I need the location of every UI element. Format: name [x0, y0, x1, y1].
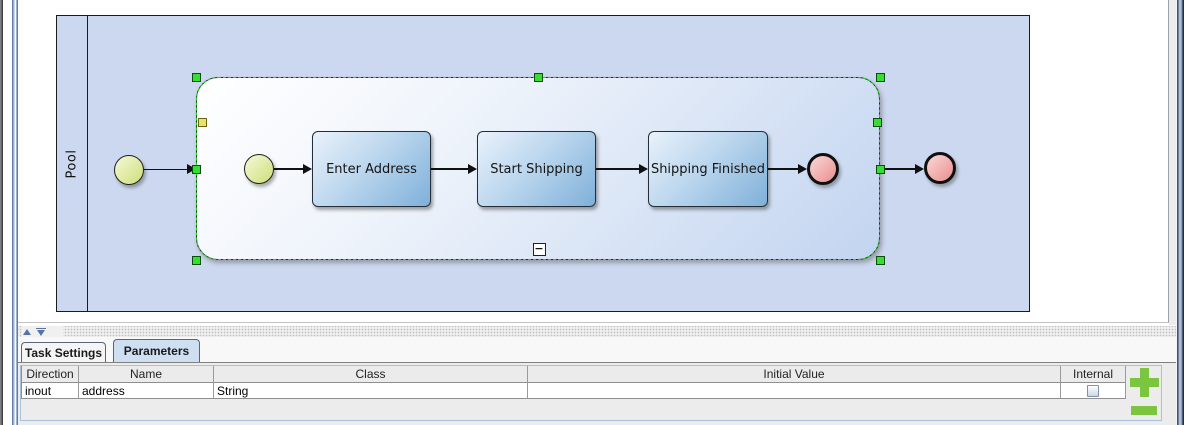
tab-parameters[interactable]: Parameters	[113, 339, 200, 362]
selection-handle-middle-left[interactable]	[191, 164, 201, 174]
window-frame-left-edge	[0, 0, 3, 425]
selection-handle-bottom-left[interactable]	[191, 255, 201, 265]
task-label: Shipping Finished	[650, 161, 766, 177]
column-header-name[interactable]: Name	[79, 366, 214, 383]
selection-handle-top-left[interactable]	[191, 72, 201, 82]
column-header-internal[interactable]: Internal	[1061, 366, 1126, 383]
cell-initial-value[interactable]	[528, 383, 1061, 399]
collapse-down-icon[interactable]	[36, 327, 46, 337]
minus-icon: −	[534, 242, 544, 255]
sequence-flow-line[interactable]	[431, 168, 469, 170]
start-event-subprocess[interactable]	[244, 154, 274, 184]
diagram-canvas[interactable]: Pool Enter Address Start Shipping	[18, 0, 1169, 323]
cell-name[interactable]: address	[79, 383, 214, 399]
remove-parameter-button[interactable]	[1131, 406, 1157, 415]
column-header-class[interactable]: Class	[214, 366, 528, 383]
sequence-flow-line[interactable]	[274, 168, 304, 170]
column-header-direction[interactable]: Direction	[22, 366, 79, 383]
task-enter-address[interactable]: Enter Address	[312, 131, 431, 207]
end-event-subprocess[interactable]	[807, 153, 839, 185]
right-gutter	[1169, 0, 1176, 425]
selection-handle-middle-right[interactable]	[875, 164, 885, 174]
column-header-initial-value[interactable]: Initial Value	[528, 366, 1061, 383]
collapse-subprocess-button[interactable]: −	[532, 242, 546, 256]
split-pane-divider[interactable]	[18, 325, 1176, 338]
selection-handle-top-right[interactable]	[875, 72, 885, 82]
sequence-flow-line[interactable]	[596, 168, 640, 170]
split-pane-buttons	[21, 326, 63, 338]
task-label: Start Shipping	[490, 161, 583, 177]
cell-class[interactable]: String	[214, 383, 528, 399]
bottom-tab-strip: Task Settings Parameters	[18, 337, 1176, 362]
add-parameter-button[interactable]	[1129, 368, 1159, 397]
parameters-table-panel: Direction Name Class Initial Value Inter…	[20, 365, 1162, 421]
pool-label: Pool	[64, 149, 80, 178]
end-event-pool[interactable]	[924, 152, 956, 184]
sequence-flow-line[interactable]	[144, 168, 188, 170]
anchor-handle-left[interactable]	[197, 117, 207, 127]
sequence-flow-line[interactable]	[768, 168, 799, 170]
task-start-shipping[interactable]: Start Shipping	[477, 131, 596, 207]
table-button-strip	[1127, 366, 1161, 420]
selection-handle-bottom-right[interactable]	[875, 255, 885, 265]
subprocess-expanded[interactable]: Enter Address Start Shipping Shipping Fi…	[196, 77, 880, 260]
sequence-flow-arrowhead-icon	[915, 164, 924, 174]
collapse-up-icon[interactable]	[23, 329, 31, 335]
tab-label: Task Settings	[24, 345, 103, 360]
pool-label-band[interactable]: Pool	[57, 16, 88, 311]
selection-handle-top-middle[interactable]	[533, 72, 543, 82]
tab-label: Parameters	[123, 344, 190, 358]
sequence-flow-line[interactable]	[881, 168, 916, 170]
internal-checkbox[interactable]	[1087, 384, 1099, 397]
sequence-flow-arrowhead-icon	[798, 164, 807, 174]
window-frame-right-border	[1176, 0, 1184, 425]
task-label: Enter Address	[326, 161, 417, 177]
sequence-flow-arrowhead-icon	[639, 164, 648, 174]
window-frame-left-border	[12, 0, 18, 425]
cell-direction[interactable]: inout	[22, 383, 79, 399]
table-row[interactable]: inout address String	[22, 383, 1126, 399]
task-shipping-finished[interactable]: Shipping Finished	[648, 131, 768, 207]
sequence-flow-arrowhead-icon	[468, 164, 477, 174]
parameters-panel: Direction Name Class Initial Value Inter…	[18, 362, 1176, 425]
table-header-row: Direction Name Class Initial Value Inter…	[22, 366, 1126, 383]
cell-internal	[1061, 383, 1126, 399]
tab-task-settings[interactable]: Task Settings	[21, 342, 106, 362]
sequence-flow-arrowhead-icon	[303, 164, 312, 174]
start-event-pool[interactable]	[114, 155, 144, 185]
parameters-table[interactable]: Direction Name Class Initial Value Inter…	[21, 366, 1126, 399]
selection-handle-right-upper[interactable]	[872, 117, 882, 127]
